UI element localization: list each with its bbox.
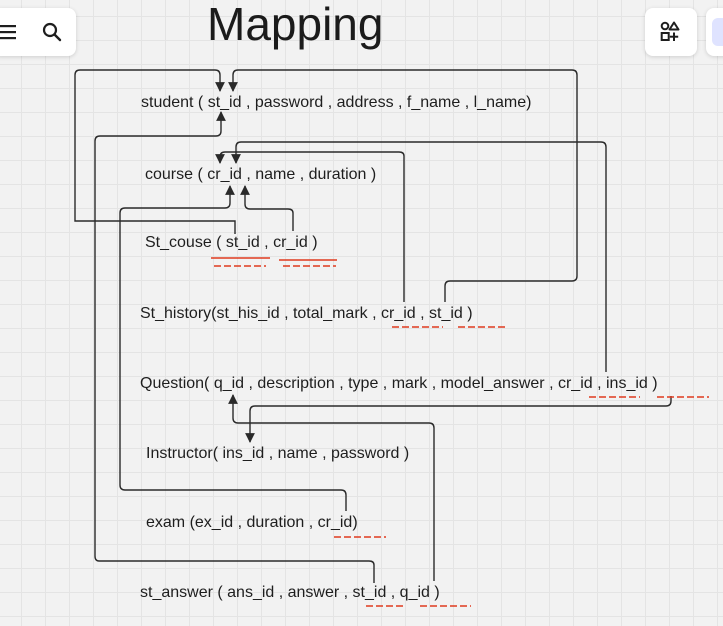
connector-question-instructor[interactable] <box>245 396 672 443</box>
connector-question-course[interactable] <box>231 141 607 372</box>
entity-st-history[interactable]: St_history(st_his_id , total_mark , cr_i… <box>140 305 473 322</box>
main-toolbar <box>0 8 76 56</box>
entity-course[interactable]: course ( cr_id , name , duration ) <box>145 166 377 183</box>
connector-stcourse-student[interactable] <box>74 69 236 234</box>
shapes-add-icon <box>660 21 680 41</box>
panel-toggle-icon <box>712 18 723 46</box>
entity-st-course[interactable]: St_couse ( st_id , cr_id ) <box>145 234 318 251</box>
search-button[interactable] <box>40 20 64 44</box>
menu-button[interactable] <box>0 20 20 44</box>
search-icon <box>42 22 62 42</box>
entity-question[interactable]: Question( q_id , description , type , ma… <box>140 375 658 392</box>
entity-exam[interactable]: exam (ex_id , duration , cr_id) <box>146 514 358 531</box>
entity-instructor[interactable]: Instructor( ins_id , name , password ) <box>146 445 410 462</box>
hamburger-menu-icon <box>0 25 16 40</box>
connector-stanswer-question[interactable] <box>228 394 435 581</box>
entity-st-answer[interactable]: st_answer ( ans_id , answer , st_id , q_… <box>140 584 440 601</box>
connector-sthistory-student[interactable] <box>228 69 578 302</box>
connector-stcourse-course[interactable] <box>240 185 294 231</box>
panel-toggle-button[interactable] <box>706 8 723 56</box>
connector-sthistory-course[interactable] <box>215 151 405 302</box>
connector-exam-course[interactable] <box>119 185 347 511</box>
connector-stanswer-student[interactable] <box>94 111 375 583</box>
entity-student[interactable]: student ( st_id , password , address , f… <box>141 94 532 111</box>
board-title: Mapping <box>207 0 384 50</box>
shapes-add-button[interactable] <box>645 8 697 56</box>
